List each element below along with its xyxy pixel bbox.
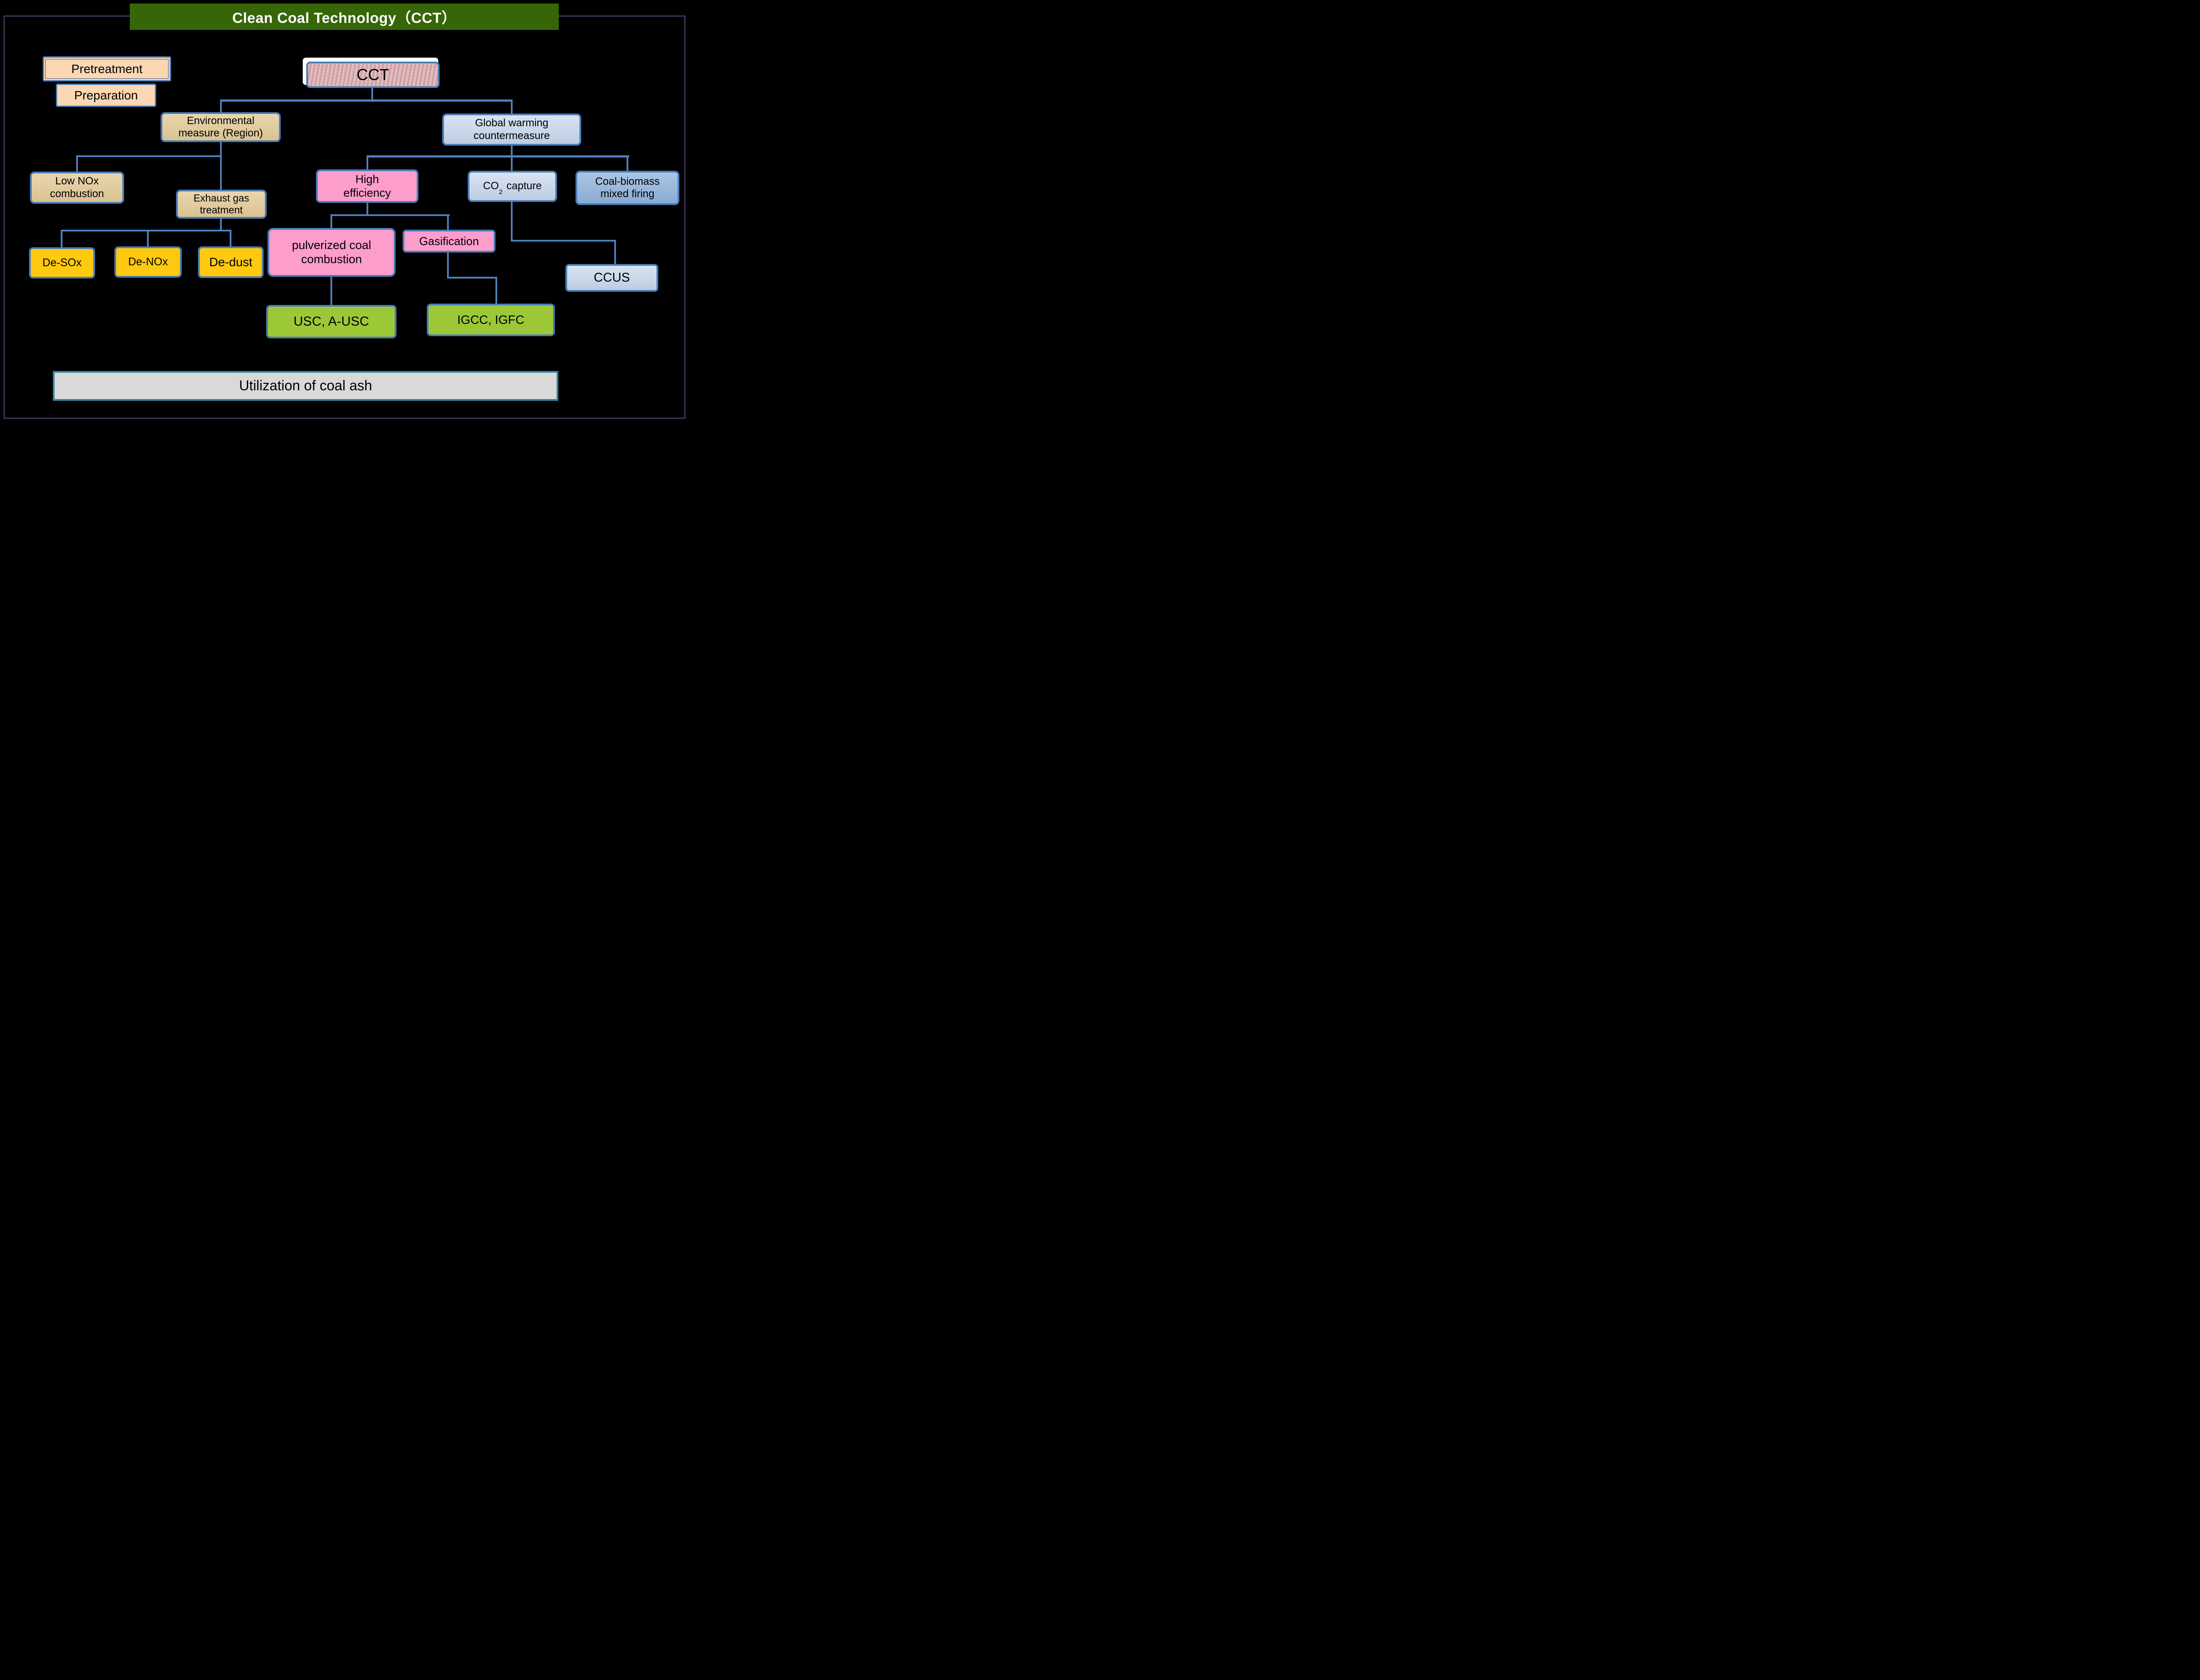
node-preparation-label: Preparation — [74, 88, 138, 102]
title-bar: Clean Coal Technology（CCT） — [130, 4, 559, 30]
node-pulverized-label: pulverized coal combustion — [292, 238, 371, 266]
node-de-nox-label: De-NOx — [128, 255, 168, 268]
node-cct-label: CCT — [356, 65, 389, 84]
node-pretreatment-label: Pretreatment — [71, 62, 143, 76]
node-preparation: Preparation — [56, 84, 156, 107]
node-co2-capture: CO2capture — [468, 171, 557, 202]
connector-gasification-elbow-v1 — [447, 252, 449, 279]
node-global-warming-countermeasure: Global warming countermeasure — [442, 114, 581, 146]
connector-exhaust-down — [220, 218, 222, 231]
clean-coal-technology-diagram: Clean Coal Technology（CCT） Pretreatment … — [0, 0, 688, 420]
co2-subscript: 2 — [499, 188, 503, 196]
connector-gasification-elbow-v2 — [495, 277, 497, 304]
connector-env-top — [220, 101, 222, 113]
connector-gasification-top — [447, 215, 449, 230]
connector-pulverized-top — [330, 215, 332, 228]
connector-env-to-exhaust — [220, 141, 222, 191]
connector-gwc-top — [511, 101, 513, 114]
node-usc-ausc: USC, A-USC — [266, 305, 396, 338]
connector-desox-top — [61, 231, 62, 248]
node-environmental-measure-label: Environmental measure (Region) — [178, 114, 263, 139]
node-usc-label: USC, A-USC — [293, 314, 369, 329]
node-ccus: CCUS — [565, 264, 658, 292]
node-igcc-igfc: IGCC, IGFC — [427, 304, 555, 336]
connector-co2-elbow-v1 — [511, 201, 513, 242]
footer-utilization-label: Utilization of coal ash — [239, 378, 372, 394]
connector-pulverized-to-usc — [330, 276, 332, 305]
node-co2-capture-label: CO2capture — [483, 180, 542, 196]
connector-higheff-top — [367, 156, 368, 170]
node-de-sox: De-SOx — [29, 247, 95, 279]
connector-top-horizontal — [220, 99, 513, 102]
node-de-nox: De-NOx — [114, 246, 182, 278]
connector-gwc-down — [511, 144, 513, 171]
node-cct: CCT — [306, 62, 440, 88]
connector-lownox-top — [76, 156, 78, 172]
node-exhaust-gas-treatment: Exhaust gas treatment — [176, 190, 267, 219]
node-pretreatment: Pretreatment — [43, 56, 171, 81]
connector-higheff-children-horizontal — [330, 214, 450, 216]
node-gasification: Gasification — [403, 230, 495, 253]
connector-de-row-horizontal — [61, 230, 231, 231]
node-coal-biomass-mixed-firing: Coal-biomass mixed firing — [576, 171, 679, 205]
node-de-dust-label: De-dust — [209, 255, 253, 269]
node-pulverized-coal-combustion: pulverized coal combustion — [268, 228, 396, 277]
node-de-dust: De-dust — [198, 246, 264, 278]
connector-cct-down — [371, 88, 373, 102]
connector-coalbiomass-top — [627, 156, 628, 171]
node-igcc-label: IGCC, IGFC — [457, 313, 524, 327]
page-title: Clean Coal Technology（CCT） — [232, 10, 457, 26]
node-environmental-measure: Environmental measure (Region) — [161, 112, 281, 142]
node-high-efficiency: High efficiency — [316, 169, 418, 203]
connector-higheff-down — [367, 202, 368, 216]
node-low-nox-label: Low NOx combustion — [50, 175, 104, 200]
connector-gwc-children-horizontal — [367, 155, 629, 158]
connector-left-branch-horizontal — [76, 155, 222, 157]
connector-co2-elbow-h — [511, 240, 616, 242]
node-de-sox-label: De-SOx — [42, 256, 82, 269]
node-high-efficiency-label: High efficiency — [343, 172, 391, 199]
node-ccus-label: CCUS — [594, 271, 630, 285]
node-exhaust-gas-label: Exhaust gas treatment — [193, 192, 249, 216]
connector-dedust-top — [230, 231, 231, 247]
connector-co2-elbow-v2 — [614, 240, 616, 264]
connector-gasification-elbow-h — [447, 277, 497, 279]
footer-utilization-of-coal-ash: Utilization of coal ash — [53, 371, 558, 401]
node-coal-biomass-label: Coal-biomass mixed firing — [595, 175, 660, 200]
node-gasification-label: Gasification — [419, 234, 479, 248]
node-low-nox-combustion: Low NOx combustion — [30, 172, 124, 204]
connector-denox-top — [147, 231, 149, 247]
node-global-warming-label: Global warming countermeasure — [473, 117, 550, 142]
